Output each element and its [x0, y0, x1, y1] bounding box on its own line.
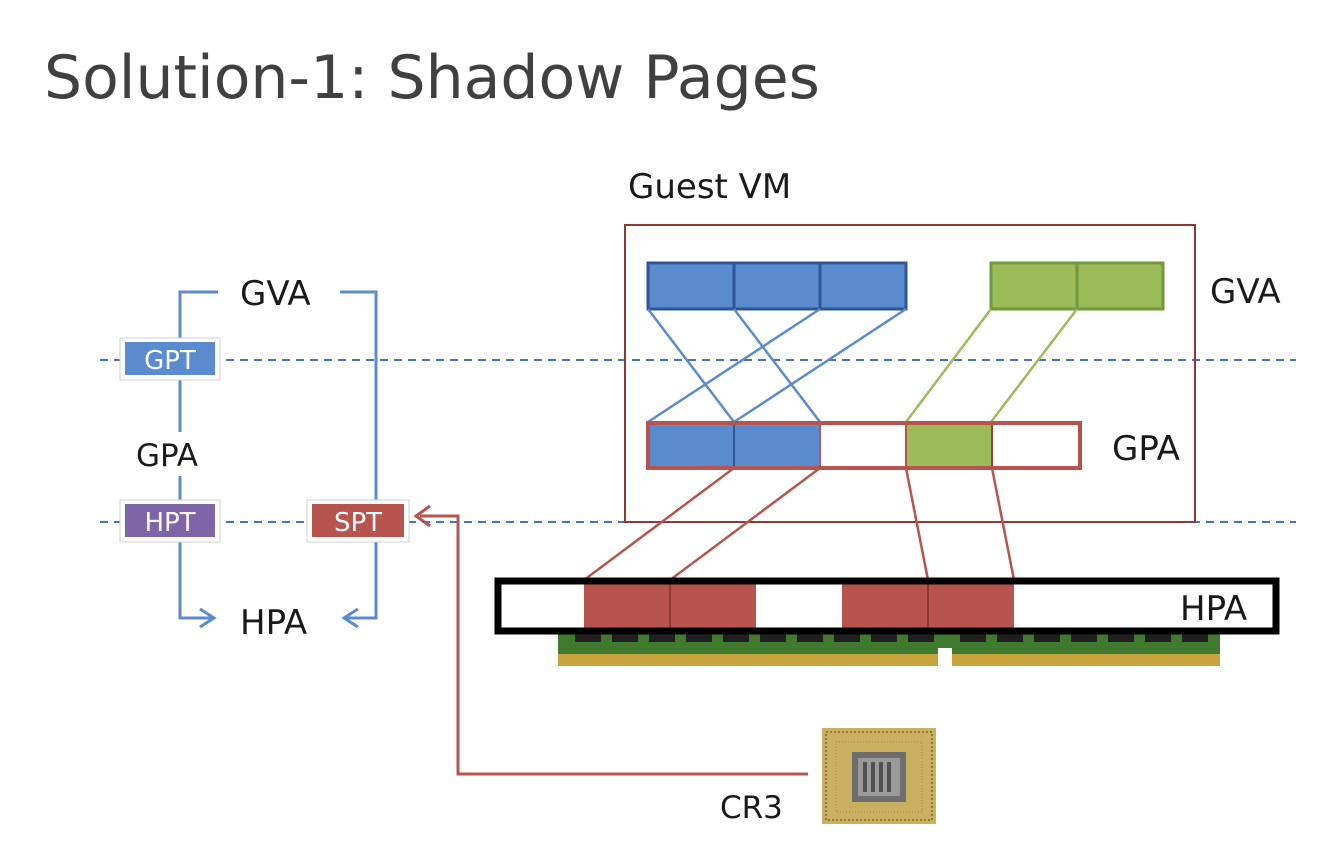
guest-vm-label: Guest VM — [628, 167, 791, 207]
left-hpa-label: HPA — [240, 603, 307, 643]
right-hpa-label: HPA — [1180, 589, 1247, 629]
hpa-bar — [494, 577, 1280, 635]
cr3-connector — [420, 514, 808, 776]
left-gva-label: GVA — [240, 274, 311, 314]
arrowhead-icon — [413, 504, 431, 528]
cpu-chip-icon — [822, 728, 936, 824]
spt-tag: SPT — [306, 499, 410, 543]
spt-tag-label: SPT — [334, 508, 382, 538]
gpt-tag: GPT — [119, 337, 221, 381]
hpt-tag-label: HPT — [144, 508, 195, 538]
gpa-hpa-mappings — [583, 466, 1016, 582]
gva-green-pages — [989, 261, 1165, 311]
cr3-label: CR3 — [720, 790, 783, 826]
page-title: Solution-1: Shadow Pages — [44, 43, 820, 113]
left-gpa-label: GPA — [136, 438, 198, 474]
label-backdrop — [130, 432, 220, 476]
arrowhead-icon — [341, 607, 359, 629]
arrowhead-icon — [199, 607, 217, 629]
gva-blue-pages — [646, 261, 908, 311]
shadow-path — [340, 290, 378, 620]
right-gpa-label: GPA — [1112, 429, 1180, 469]
gpa-row — [646, 421, 1082, 470]
right-gva-label: GVA — [1210, 272, 1281, 312]
gva-gpa-green-mappings — [905, 308, 1078, 423]
gpt-tag-label: GPT — [144, 346, 196, 376]
gva-gpa-blue-mappings — [647, 307, 907, 424]
hpt-tag: HPT — [119, 499, 221, 543]
guest-vm-box — [624, 224, 1196, 523]
